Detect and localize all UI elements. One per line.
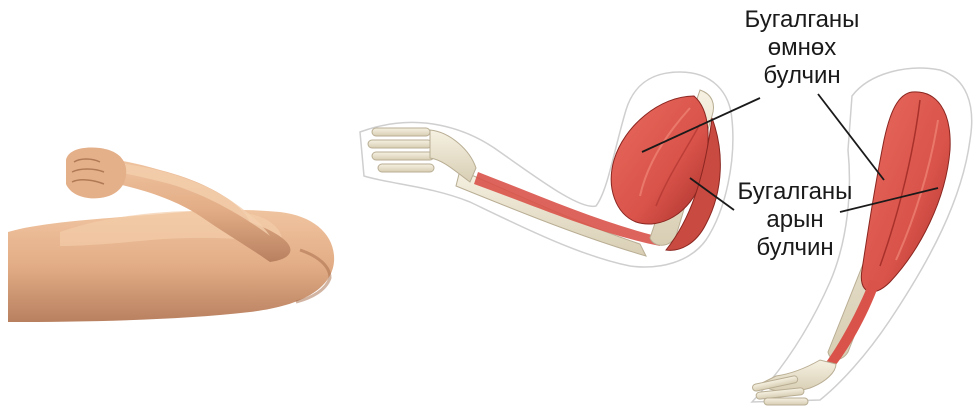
bent-arm-anatomy (360, 72, 733, 267)
label-front-muscle: Бугалганы өмнөх булчин (722, 6, 882, 90)
label-front-line3: булчин (722, 62, 882, 90)
flexed-arm-photo (8, 148, 334, 323)
label-front-line1: Бугалганы (722, 6, 882, 34)
label-back-muscle: Бугалганы арын булчин (720, 178, 870, 262)
label-back-line1: Бугалганы (720, 178, 870, 206)
label-back-line2: арын (720, 206, 870, 234)
label-front-line2: өмнөх (722, 34, 882, 62)
label-back-line3: булчин (720, 234, 870, 262)
